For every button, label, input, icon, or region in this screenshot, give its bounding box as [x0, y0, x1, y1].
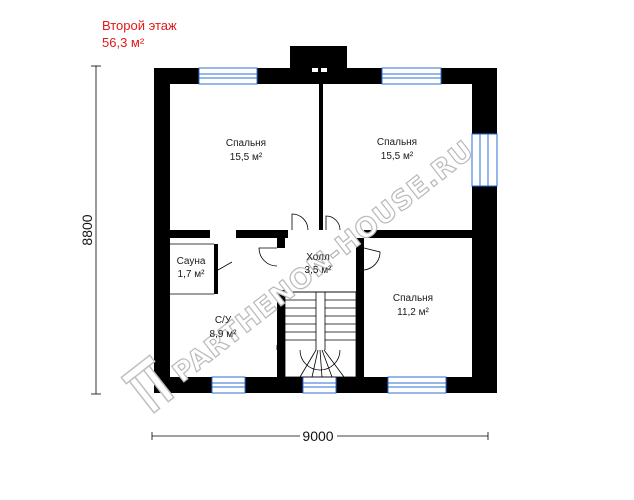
window-top-right: [381, 67, 442, 85]
room-name-bedroom-1: Спальня: [226, 138, 266, 149]
room-name-sauna: Сауна: [177, 256, 206, 267]
window-bottom-left: [211, 376, 246, 394]
wall-left: [154, 68, 170, 393]
dimension-horizontal: [151, 432, 489, 440]
window-right: [471, 133, 498, 187]
room-area-bedroom-2: 15,5 м²: [381, 151, 414, 162]
partition-horizontal-right: [364, 230, 472, 238]
vent-icon-interior: [214, 231, 235, 236]
floor-area: 56,3 м²: [102, 35, 145, 50]
partition-vertical-bath-lower: [277, 290, 285, 350]
partition-vertical-bath: [277, 238, 285, 248]
room-name-bathroom: С/У: [215, 315, 232, 326]
dimension-width-label: 9000: [302, 428, 333, 444]
room-area-sauna: 1,7 м²: [178, 269, 206, 280]
partition-vertical-top: [319, 84, 323, 230]
watermark: PARTHENON-HOUSE.RU: [120, 134, 481, 414]
doors: [170, 213, 381, 350]
door-bedroom-left: [291, 213, 309, 231]
window-bottom-right: [387, 376, 447, 394]
partition-vertical-bedroom: [356, 238, 364, 377]
partition-horizontal-left: [170, 230, 210, 238]
sauna-door: [217, 261, 233, 271]
windows: [198, 67, 498, 394]
staircase: [284, 291, 357, 378]
dimension-height-label: 8800: [79, 214, 95, 245]
room-name-bedroom-2: Спальня: [377, 137, 417, 148]
wall-right-upper: [472, 68, 497, 134]
partition-horizontal-mid: [236, 230, 288, 238]
interior-walls: [170, 84, 472, 377]
floor-name: Второй этаж: [102, 18, 177, 33]
door-bedroom-lower: [363, 247, 381, 271]
wall-bottom-left: [154, 377, 212, 393]
bath-wall-bottom: [277, 345, 285, 377]
dimension-vertical: [91, 65, 101, 395]
room-labels: Спальня 15,5 м² Спальня 15,5 м² Сауна 1,…: [177, 137, 434, 340]
door-bedroom-right: [325, 215, 341, 231]
window-bottom-middle: [302, 376, 337, 394]
door-bath: [258, 247, 278, 267]
wall-bottom-right: [446, 377, 497, 393]
chimney: [290, 46, 347, 84]
room-area-hall: 3,5 м²: [305, 265, 333, 276]
room-area-bedroom-1: 15,5 м²: [230, 152, 263, 163]
room-area-bedroom-3: 11,2 м²: [397, 307, 429, 318]
floor-title-block: Второй этаж 56,3 м²: [102, 17, 177, 51]
sauna-wall: [214, 244, 218, 294]
outer-walls: [154, 46, 497, 393]
room-name-bedroom-3: Спальня: [393, 293, 433, 304]
wall-bottom-middle-2: [336, 377, 388, 393]
wall-bottom-middle-1: [245, 377, 303, 393]
window-top-left: [198, 67, 258, 85]
parthenon-logo-icon: [120, 354, 175, 414]
room-name-hall: Холл: [306, 252, 330, 263]
vent-icon: [312, 68, 327, 72]
room-area-bathroom: 8,9 м²: [210, 329, 238, 340]
wall-right-lower: [472, 186, 497, 393]
